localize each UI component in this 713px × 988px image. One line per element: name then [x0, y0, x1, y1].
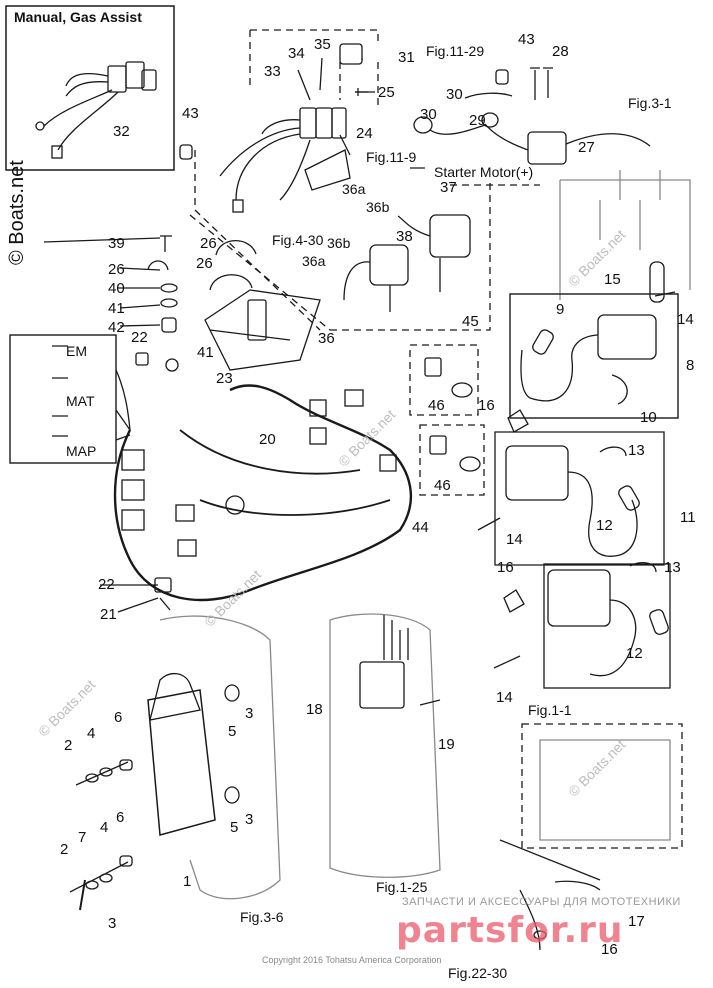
callout-44: 44: [412, 519, 429, 536]
sensor-label-map: MAP: [66, 443, 97, 459]
copyright-text: Copyright 2016 Tohatsu America Corporati…: [262, 955, 442, 965]
callout-37: 37: [440, 179, 457, 196]
callout-46: 46: [428, 397, 445, 414]
callout-9: 9: [556, 301, 565, 318]
callout-45: 45: [462, 313, 479, 330]
callout-36a: 36a: [342, 181, 366, 197]
callout-26: 26: [200, 235, 217, 252]
callout-7: 7: [78, 829, 87, 846]
watermark-vertical: © Boats.net: [6, 160, 28, 265]
callout-6: 6: [114, 709, 123, 726]
callout-16: 16: [478, 397, 495, 414]
callout-21: 21: [100, 606, 117, 623]
callout-14c: 14: [496, 689, 513, 706]
callout-28: 28: [552, 43, 569, 60]
sensor-label-em: EM: [66, 343, 87, 359]
callout-14b: 14: [506, 531, 523, 548]
callout-17: 17: [628, 913, 645, 930]
callout-36a-b: 36a: [302, 253, 326, 269]
callout-39: 39: [108, 235, 125, 252]
ref-fig3-6: Fig.3-6: [240, 909, 284, 925]
callout-35: 35: [314, 36, 331, 53]
callout-3c: 3: [108, 915, 117, 932]
callout-18: 18: [306, 701, 323, 718]
callout-15: 15: [604, 271, 621, 288]
callout-20: 20: [259, 431, 276, 448]
callout-42: 42: [108, 319, 125, 336]
callout-3b: 3: [245, 811, 254, 828]
callout-13b: 13: [664, 559, 681, 576]
callout-5b: 5: [230, 819, 239, 836]
callout-6b: 6: [116, 809, 125, 826]
callout-11: 11: [680, 509, 696, 526]
callout-2: 2: [64, 737, 73, 754]
inset-title: Manual, Gas Assist: [14, 9, 142, 25]
callout-3: 3: [245, 705, 254, 722]
callout-40: 40: [108, 280, 125, 297]
ref-fig11-29: Fig.11-29: [426, 43, 485, 59]
callout-10: 10: [640, 409, 657, 426]
callout-36b-b: 36b: [327, 235, 351, 251]
callout-14: 14: [677, 311, 694, 328]
callout-2b: 2: [60, 841, 69, 858]
callout-1: 1: [183, 873, 192, 890]
callout-43: 43: [182, 105, 199, 122]
callout-26b: 26: [108, 261, 125, 278]
callout-38: 38: [396, 228, 413, 245]
callout-12: 12: [596, 517, 613, 534]
callout-19: 19: [438, 736, 455, 753]
callout-43b: 43: [518, 31, 535, 48]
callout-32: 32: [113, 123, 130, 140]
callout-26c: 26: [196, 255, 213, 272]
callout-23: 23: [216, 370, 233, 387]
callout-8: 8: [686, 357, 695, 374]
callout-30b: 30: [420, 106, 437, 123]
callout-22: 22: [131, 329, 148, 346]
callout-33: 33: [264, 63, 281, 80]
sensor-label-mat: MAT: [66, 393, 95, 409]
ref-fig22-30: Fig.22-30: [448, 965, 508, 981]
callout-34: 34: [288, 45, 305, 62]
callout-24: 24: [356, 125, 373, 142]
callout-41: 41: [197, 344, 214, 361]
callout-16c: 16: [601, 941, 618, 958]
watermark-tagline: ЗАПЧАСТИ И АКСЕССУАРЫ ДЛЯ МОТОТЕХНИКИ: [402, 896, 681, 908]
callout-31: 31: [398, 49, 415, 66]
callout-29: 29: [469, 112, 486, 129]
ref-fig3-1: Fig.3-1: [628, 95, 672, 111]
callout-13: 13: [628, 442, 645, 459]
watermark-brand: partsfor.ru: [396, 910, 624, 951]
callout-30: 30: [446, 86, 463, 103]
callout-36: 36: [318, 330, 335, 347]
callout-46b: 46: [434, 477, 451, 494]
callout-16b: 16: [497, 559, 514, 576]
ref-fig1-1: Fig.1-1: [528, 702, 572, 718]
ref-fig1-25: Fig.1-25: [376, 879, 428, 895]
ref-starter-motor: Starter Motor(+): [434, 164, 534, 180]
callout-22b: 22: [98, 576, 115, 593]
callout-4: 4: [87, 725, 96, 742]
ref-fig11-9: Fig.11-9: [366, 149, 417, 165]
callout-27: 27: [578, 139, 595, 156]
callout-12b: 12: [626, 645, 643, 662]
callout-4b: 4: [100, 819, 109, 836]
callout-25: 25: [378, 84, 395, 101]
callout-36b: 36b: [366, 199, 390, 215]
ref-fig4-30: Fig.4-30: [272, 232, 324, 248]
callout-5: 5: [228, 723, 237, 740]
inset-frame: [5, 5, 175, 171]
callout-41b: 41: [108, 300, 125, 317]
